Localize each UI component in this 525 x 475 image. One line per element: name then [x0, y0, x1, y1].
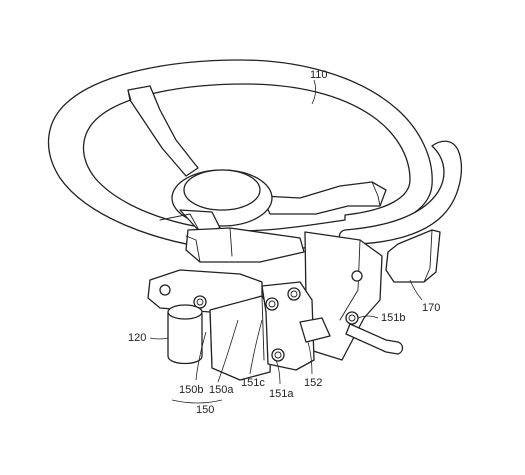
label-column: 120	[128, 332, 146, 344]
wheel-spoke-upper	[127, 85, 199, 177]
label-wheel: 110	[310, 69, 328, 81]
steering-hub	[159, 169, 273, 233]
label-assembly: 150	[196, 404, 214, 416]
label-plate-a: 150a	[209, 384, 234, 396]
wheel-spoke-right	[261, 181, 387, 215]
label-pin-c: 151c	[241, 377, 265, 389]
column-housing	[185, 227, 305, 263]
column-tube	[167, 304, 203, 365]
leader-lines	[149, 79, 423, 404]
label-bracket: 152	[304, 377, 322, 389]
center-plate	[209, 295, 273, 381]
label-pin-b: 151b	[381, 312, 405, 324]
label-plate-b: 150b	[179, 384, 203, 396]
label-pin-a: 151a	[269, 388, 294, 400]
steering-wheel-rim	[47, 59, 462, 252]
label-lever: 170	[422, 302, 440, 314]
vertical-bracket	[261, 281, 331, 371]
release-lever	[345, 323, 404, 355]
pin-group-right	[345, 270, 363, 325]
lever-bracket	[385, 229, 441, 283]
left-plate	[147, 269, 263, 313]
